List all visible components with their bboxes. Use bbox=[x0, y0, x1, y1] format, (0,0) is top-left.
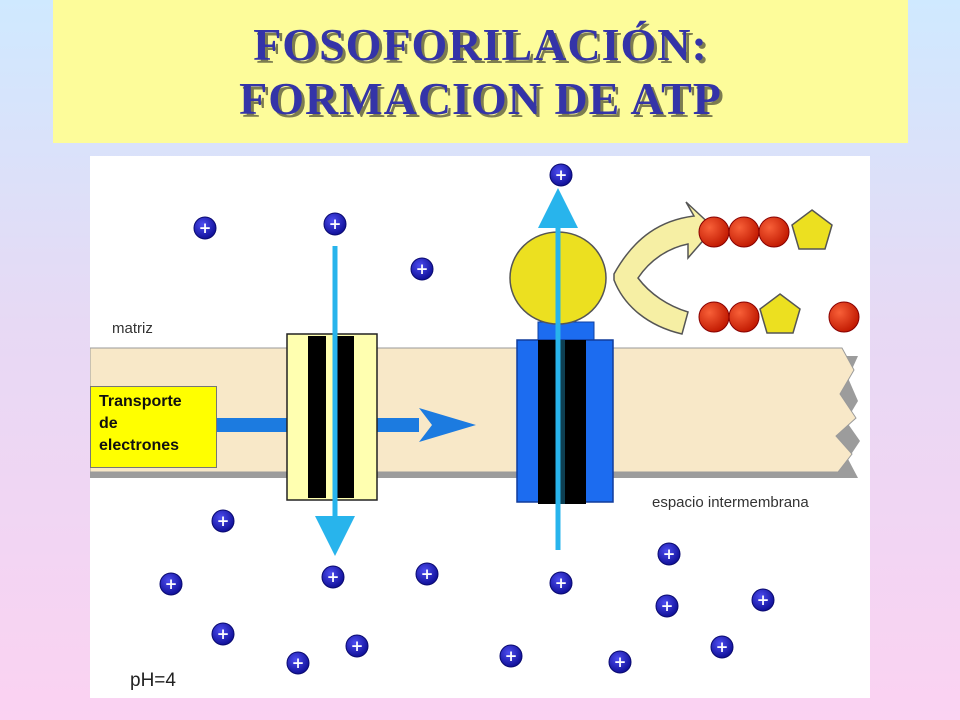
ribose-pentagon bbox=[791, 209, 833, 250]
intermembrane-space-label: espacio intermembrana bbox=[652, 494, 809, 511]
proton-icon: + bbox=[549, 163, 573, 187]
title-banner: FOSOFORILACIÓN: FORMACION DE ATP bbox=[53, 0, 908, 143]
proton-icon: + bbox=[193, 216, 217, 240]
proton-symbol: + bbox=[663, 545, 676, 563]
proton-symbol: + bbox=[217, 512, 230, 530]
phosphate-circle bbox=[758, 216, 790, 248]
title-line-1: FOSOFORILACIÓN: bbox=[253, 18, 708, 70]
phosphate-circle bbox=[828, 301, 860, 333]
membrane bbox=[90, 347, 857, 473]
proton-icon: + bbox=[751, 588, 775, 612]
proton-icon: + bbox=[211, 509, 235, 533]
electron-transport-box: Transporte de electrones bbox=[90, 386, 217, 468]
proton-symbol: + bbox=[327, 568, 340, 586]
proton-icon: + bbox=[710, 635, 734, 659]
proton-symbol: + bbox=[165, 575, 178, 593]
phosphate-circle bbox=[728, 216, 760, 248]
proton-symbol: + bbox=[416, 260, 429, 278]
transport-label-line-2: de bbox=[99, 415, 118, 432]
transport-label-line-1: Transporte bbox=[99, 393, 182, 410]
proton-icon: + bbox=[499, 644, 523, 668]
proton-icon: + bbox=[159, 572, 183, 596]
proton-icon: + bbox=[415, 562, 439, 586]
proton-icon: + bbox=[345, 634, 369, 658]
atp-synthase bbox=[516, 321, 614, 504]
electron-flow-arrow-left bbox=[217, 418, 287, 432]
electron-flow-arrowhead bbox=[419, 408, 476, 442]
proton-symbol: + bbox=[505, 647, 518, 665]
proton-icon: + bbox=[608, 650, 632, 674]
matrix-label: matriz bbox=[112, 320, 153, 337]
title-line-2: FORMACION DE ATP bbox=[239, 72, 722, 124]
proton-icon: + bbox=[549, 571, 573, 595]
proton-icon: + bbox=[655, 594, 679, 618]
proton-icon: + bbox=[321, 565, 345, 589]
proton-symbol: + bbox=[351, 637, 364, 655]
proton-symbol: + bbox=[421, 565, 434, 583]
proton-symbol: + bbox=[614, 653, 627, 671]
atp-curved-arrow bbox=[613, 201, 716, 335]
proton-symbol: + bbox=[716, 638, 729, 656]
proton-symbol: + bbox=[661, 597, 674, 615]
proton-symbol: + bbox=[555, 166, 568, 184]
atp-synthesis-diagram: + + + + + + + + + + + + + + + + + + matriz espacio interm… bbox=[90, 156, 870, 698]
transport-label-line-3: electrones bbox=[99, 437, 180, 454]
proton-pump-channel bbox=[286, 333, 378, 501]
proton-symbol: + bbox=[199, 219, 212, 237]
proton-icon: + bbox=[323, 212, 347, 236]
proton-icon: + bbox=[410, 257, 434, 281]
protons-group: + + + + + + + + + + + + + + + + + + bbox=[159, 163, 775, 675]
diagram-canvas: + + + + + + + + + + + + + + + + + + bbox=[90, 163, 860, 675]
adp-molecule bbox=[698, 293, 860, 334]
proton-icon: + bbox=[211, 622, 235, 646]
proton-symbol: + bbox=[329, 215, 342, 233]
proton-symbol: + bbox=[757, 591, 770, 609]
proton-icon: + bbox=[286, 651, 310, 675]
proton-symbol: + bbox=[217, 625, 230, 643]
phosphate-circle bbox=[698, 301, 730, 333]
proton-symbol: + bbox=[292, 654, 305, 672]
ph-label: pH=4 bbox=[130, 670, 176, 691]
atp-molecule bbox=[698, 209, 833, 250]
proton-icon: + bbox=[657, 542, 681, 566]
phosphate-circle bbox=[698, 216, 730, 248]
phosphate-circle bbox=[728, 301, 760, 333]
electron-flow-arrow-right bbox=[377, 418, 419, 432]
ribose-pentagon bbox=[759, 293, 801, 334]
proton-symbol: + bbox=[555, 574, 568, 592]
